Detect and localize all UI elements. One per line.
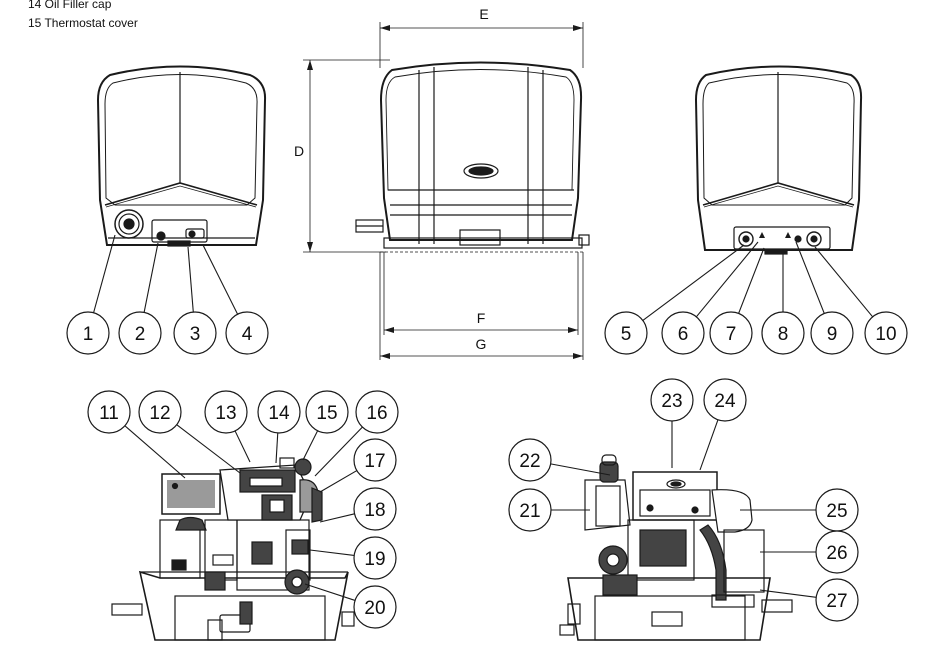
callout-balloon-15 — [305, 390, 349, 434]
callout-leader-19 — [309, 549, 355, 556]
legend-line-14: 14 Oil Filler cap — [28, 0, 112, 11]
callout-balloon-11 — [87, 390, 131, 434]
callout-number-22: 22 — [519, 451, 540, 472]
callout-leader-5 — [642, 244, 745, 321]
callout-balloon-22 — [508, 438, 552, 482]
dimension-label-E: E — [479, 6, 488, 22]
callout-balloon-12 — [138, 390, 182, 434]
side-view-enclosure — [303, 22, 590, 360]
callout-balloon-7 — [709, 311, 753, 355]
fuel-inlet-fitting — [114, 209, 144, 239]
callout-number-2: 2 — [135, 324, 146, 345]
callout-leader-15 — [302, 430, 319, 461]
callout-balloon-8 — [761, 311, 805, 355]
callout-leader-24 — [699, 419, 719, 471]
callout-number-16: 16 — [366, 403, 387, 424]
callout-leader-20 — [304, 583, 356, 601]
callout-balloon-9 — [810, 311, 854, 355]
callout-balloon-20 — [353, 585, 397, 629]
dimension-label-D: D — [294, 143, 304, 159]
callout-leader-27 — [759, 589, 817, 598]
callout-balloon-23 — [650, 378, 694, 422]
callout-number-21: 21 — [519, 501, 540, 522]
engine-right-view — [559, 454, 793, 641]
callout-number-17: 17 — [364, 451, 385, 472]
front-view-enclosure — [96, 65, 267, 247]
callout-number-24: 24 — [714, 391, 736, 412]
callout-leader-16 — [314, 426, 363, 477]
callout-balloon-13 — [204, 390, 248, 434]
engine-left-view — [111, 457, 355, 641]
callout-number-18: 18 — [364, 500, 385, 521]
callout-leader-13 — [234, 430, 251, 463]
callout-leader-9 — [795, 241, 825, 314]
callout-leader-1 — [93, 234, 116, 313]
callout-leader-14 — [275, 432, 279, 464]
callout-number-7: 7 — [726, 324, 737, 345]
callout-balloon-5 — [604, 311, 648, 355]
callout-balloon-4 — [225, 311, 269, 355]
callout-balloon-18 — [353, 487, 397, 531]
legend-line-15: 15 Thermostat cover — [28, 16, 138, 30]
callout-balloon-10 — [864, 311, 908, 355]
callout-number-9: 9 — [827, 324, 838, 345]
callout-leader-22 — [550, 463, 611, 476]
callout-number-8: 8 — [778, 324, 789, 345]
rear-view-enclosure — [694, 65, 863, 255]
callout-balloon-16 — [355, 390, 399, 434]
callout-balloon-19 — [353, 536, 397, 580]
callout-balloon-21 — [508, 488, 552, 532]
callout-number-5: 5 — [621, 324, 632, 345]
callout-number-27: 27 — [826, 591, 847, 612]
callout-number-13: 13 — [215, 403, 236, 424]
callout-leader-11 — [124, 425, 186, 479]
callout-number-1: 1 — [83, 324, 94, 345]
callout-number-14: 14 — [268, 403, 290, 424]
callout-balloon-3 — [173, 311, 217, 355]
callout-leader-6 — [695, 241, 759, 318]
callout-leader-12 — [176, 424, 241, 474]
callout-number-26: 26 — [826, 543, 847, 564]
callout-leader-2 — [143, 242, 159, 313]
callout-number-10: 10 — [875, 324, 896, 345]
callout-balloon-26 — [815, 530, 859, 574]
callout-leader-17 — [319, 470, 358, 493]
callout-number-3: 3 — [190, 324, 201, 345]
callout-number-25: 25 — [826, 501, 847, 522]
callout-balloon-1 — [66, 311, 110, 355]
callout-balloon-24 — [703, 378, 747, 422]
callout-leader-7 — [738, 247, 765, 314]
callout-number-20: 20 — [364, 598, 385, 619]
callout-number-11: 11 — [99, 403, 119, 424]
callout-leader-18 — [319, 513, 355, 523]
dimension-label-F: F — [477, 310, 486, 326]
callout-number-23: 23 — [661, 391, 682, 412]
callout-leader-4 — [202, 244, 239, 315]
callout-number-15: 15 — [316, 403, 337, 424]
callout-number-6: 6 — [678, 324, 689, 345]
callout-balloon-14 — [257, 390, 301, 434]
callout-number-12: 12 — [149, 403, 170, 424]
callout-number-19: 19 — [364, 549, 385, 570]
callout-balloon-27 — [815, 578, 859, 622]
callout-leader-10 — [814, 246, 874, 318]
callout-balloon-6 — [661, 311, 705, 355]
callout-balloon-17 — [353, 438, 397, 482]
callout-number-4: 4 — [242, 324, 253, 345]
callout-balloon-2 — [118, 311, 162, 355]
dimension-label-G: G — [476, 336, 487, 352]
callout-leader-3 — [187, 246, 194, 313]
